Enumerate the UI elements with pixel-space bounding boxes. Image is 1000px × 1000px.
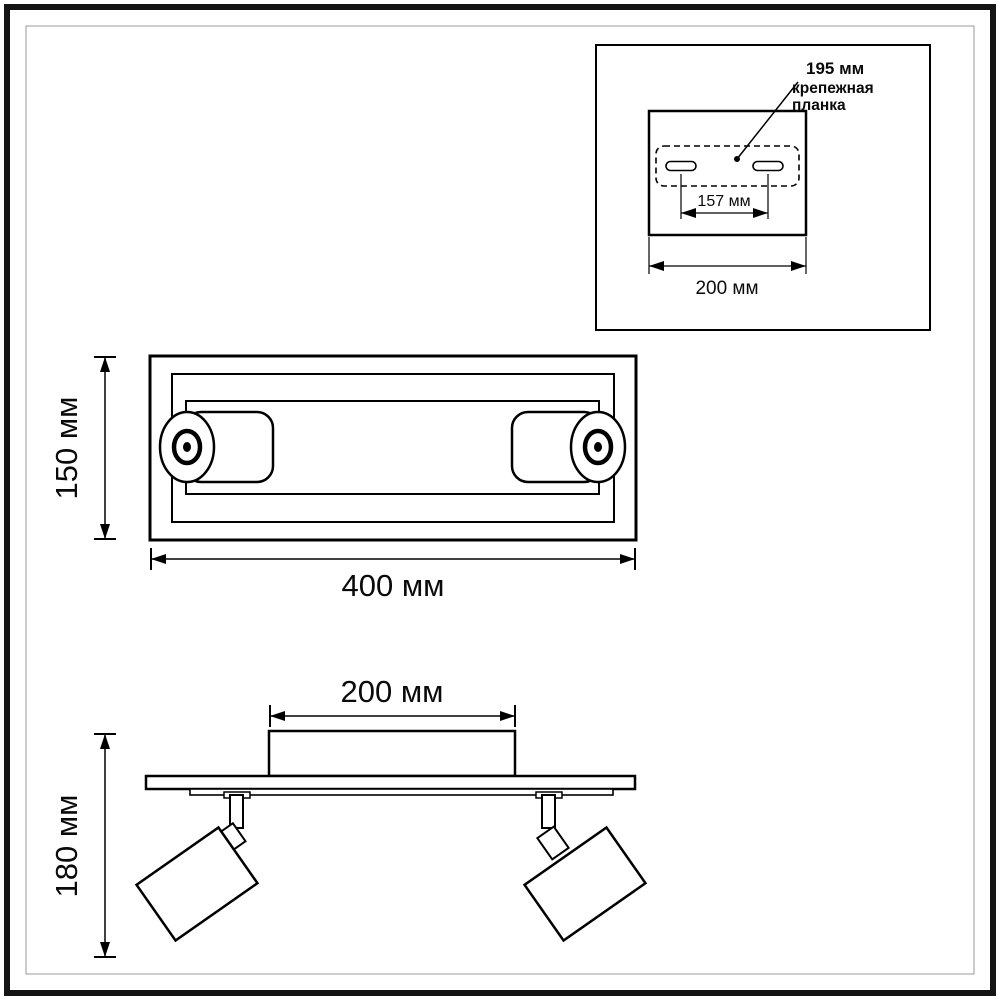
spot-head-right <box>522 825 648 943</box>
leader-line <box>736 81 799 160</box>
mounting-slot-left <box>665 160 697 172</box>
dim-195-label: 195 мм <box>806 59 864 78</box>
dim-200-side-label: 200 мм <box>341 674 444 709</box>
mounting-slot-right <box>752 160 784 172</box>
canopy-box-top-view <box>647 109 808 237</box>
outer-frame <box>4 4 996 996</box>
base-bar-underside <box>189 788 614 796</box>
plate-label-line1: крепежная <box>792 80 874 97</box>
base-bar <box>144 774 637 791</box>
dim-157-label: 157 мм <box>697 193 750 210</box>
mounting-plate-outline <box>655 145 800 187</box>
dim-400-label: 400 мм <box>342 568 445 603</box>
plate-label-line2: планка <box>792 97 846 114</box>
spot-head-left <box>134 825 260 943</box>
inset-mounting-detail: 195 мм крепежная планка 157 мм 200 мм <box>595 44 931 331</box>
swivel-joint-right <box>535 825 571 861</box>
inner-frame <box>25 25 975 975</box>
top-view: 150 мм 400 мм <box>49 354 638 603</box>
dim-180-label: 180 мм <box>49 795 84 898</box>
lamp-socket-center-right <box>594 442 602 452</box>
swivel-arm-right <box>541 794 556 829</box>
side-view: 200 мм 180 мм <box>49 674 648 958</box>
dim-200-inset-label: 200 мм <box>695 278 758 299</box>
canopy-box-side-view <box>267 729 517 778</box>
lamp-socket-center-left <box>183 442 191 452</box>
dim-150-label: 150 мм <box>49 397 84 500</box>
